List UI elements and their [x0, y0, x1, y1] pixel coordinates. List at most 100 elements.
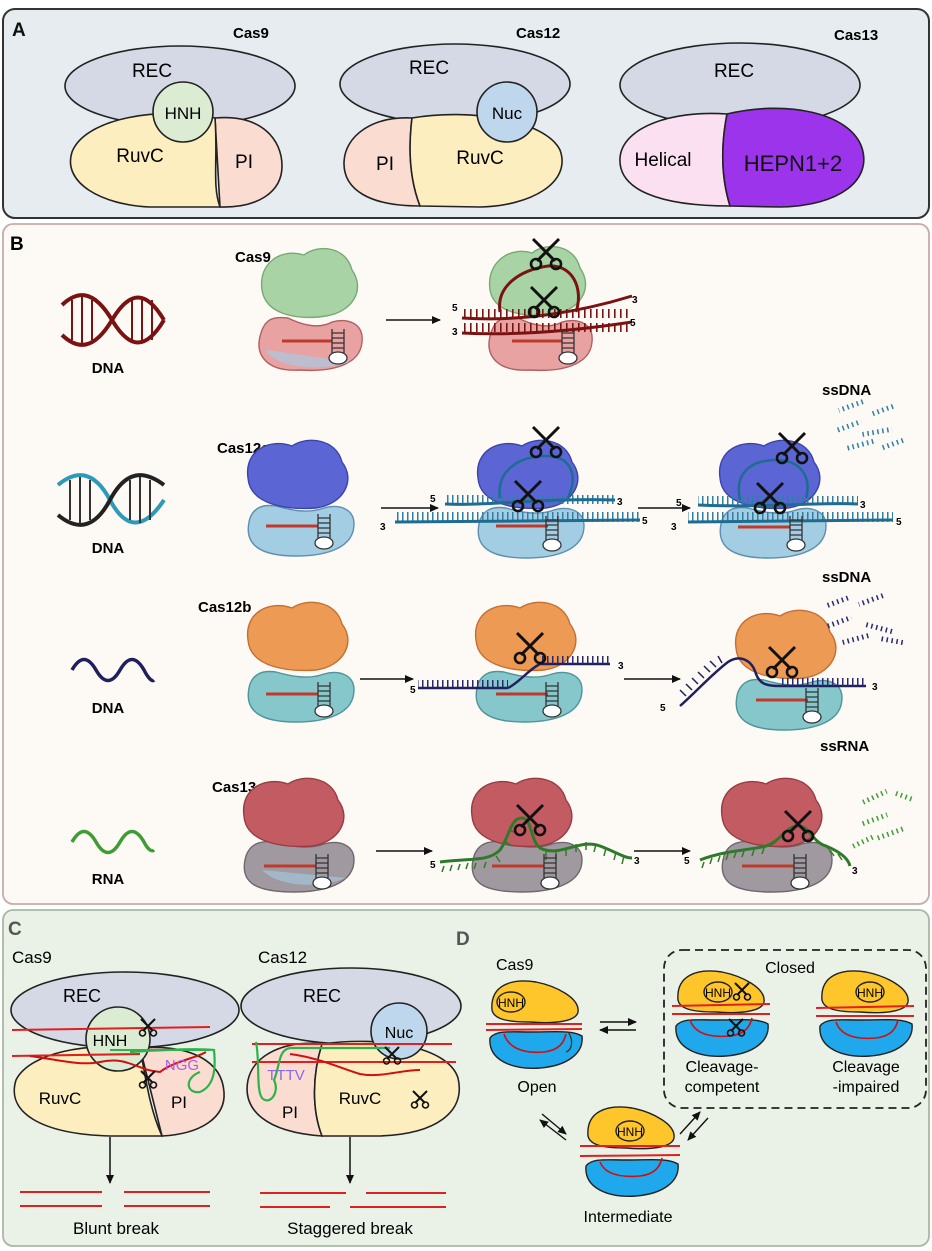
cas12-nuc-domain — [476, 81, 538, 143]
ssrna-fragments — [851, 789, 915, 849]
panel-c-cas9-pi-label: PI — [171, 1093, 187, 1112]
cas12-pi-label: PI — [376, 154, 394, 175]
cas12a-protein-active: 5 3 3 5 — [671, 431, 902, 559]
open-label: Open — [517, 1079, 556, 1096]
end-3-label: 3 — [671, 522, 677, 533]
impaired-label-2: -impaired — [833, 1079, 900, 1096]
end-5-label: 5 — [430, 860, 436, 871]
hnh-label: HNH — [705, 986, 731, 1000]
cas12b-protein-apo — [247, 601, 355, 723]
panel-c-cas9-pam-label: NGG — [165, 1057, 199, 1074]
row-cas12b-enzyme: Cas12b — [198, 599, 251, 616]
cas12b-protein-bound: 5 3 — [410, 601, 624, 723]
cas13-protein-active: 5 3 — [684, 777, 858, 893]
cas9-rec-label: REC — [132, 61, 172, 82]
row-cas13: RNA Cas13 ssRNA 5 3 — [70, 738, 915, 893]
end-5-label: 5 — [642, 516, 648, 527]
ssdna-wave-icon — [70, 657, 156, 683]
row-cas9: DNA Cas9 5 — [60, 237, 638, 377]
end-5-label: 5 — [430, 494, 436, 505]
row-cas9-substrate: DNA — [92, 360, 125, 377]
cas9-title: Cas9 — [233, 25, 269, 42]
end-5-label: 5 — [452, 303, 458, 314]
equilibrium-arrows — [539, 1018, 709, 1141]
row-cas13-products: ssRNA — [820, 738, 869, 755]
row-cas12b-substrate: DNA — [92, 700, 125, 717]
cas13-rec-label: REC — [714, 61, 754, 82]
hnh-label: HNH — [498, 996, 524, 1010]
cas9-cleavage-impaired-state: HNH Cleavage -impaired — [815, 970, 915, 1096]
panel-c-cas9-hnh-label: HNH — [93, 1033, 128, 1050]
dna-helix-icon — [56, 473, 166, 527]
panel-b-frame — [2, 223, 930, 905]
panel-c-cas9-title: Cas9 — [12, 948, 52, 967]
end-5-label: 5 — [684, 856, 690, 867]
cas12-nuc-label: Nuc — [492, 104, 523, 123]
row-cas12b: DNA Cas12b ssDNA 5 3 — [70, 569, 906, 731]
cas13-domains: Cas13 REC Helical HEPN1+2 — [619, 27, 878, 208]
cas12b-protein-active: 5 3 — [660, 609, 878, 731]
row-cas12b-products: ssDNA — [822, 569, 871, 586]
cas13-protein-apo — [243, 777, 355, 893]
cas13-protein-bound: 5 3 — [430, 777, 640, 893]
cas9-hnh-label: HNH — [165, 104, 202, 123]
panel-c-cas12-title: Cas12 — [258, 948, 307, 967]
end-3-label: 3 — [632, 295, 638, 306]
panel-c-cas9-ruvc-label: RuvC — [39, 1089, 82, 1108]
cas12a-protein-bound: 5 3 3 5 — [380, 425, 648, 559]
panel-c-letter: C — [8, 919, 22, 940]
hnh-label: HNH — [617, 1125, 643, 1139]
cas13-hepn-domain — [721, 107, 865, 208]
cas9-protein-bound: 5 3 3 5 — [452, 237, 638, 372]
cas13-hepn-label: HEPN1+2 — [744, 151, 842, 176]
hnh-label: HNH — [857, 986, 883, 1000]
dna-helix-icon — [60, 293, 166, 347]
cas9-pi-label: PI — [235, 152, 253, 173]
cas9-pi-domain — [214, 116, 283, 208]
cas12-domains: Cas12 REC Nuc PI RuvC — [339, 25, 571, 208]
panel-c-cas9-result: Blunt break — [73, 1219, 159, 1238]
end-3-label: 3 — [634, 856, 640, 867]
row-cas12a: DNA Cas12a ssDNA — [56, 382, 907, 559]
panel-cd: C Cas9 REC HNH RuvC PI NGG B — [2, 909, 930, 1247]
cas9-protein-apo — [258, 247, 363, 372]
end-3-label: 3 — [860, 500, 866, 511]
end-3-label: 3 — [872, 682, 878, 693]
row-cas12a-substrate: DNA — [92, 540, 125, 557]
end-5-label: 5 — [676, 498, 682, 509]
panel-c-cas12: Cas12 REC Nuc TTTV PI RuvC Staggered bre… — [240, 948, 462, 1238]
cas9-intermediate-state: HNH Intermediate — [579, 1106, 681, 1226]
end-3-label: 3 — [380, 522, 386, 533]
impaired-label-1: Cleavage — [832, 1059, 900, 1076]
end-3-label: 3 — [618, 661, 624, 672]
cas12a-protein-apo — [247, 439, 355, 557]
row-cas13-enzyme: Cas13 — [212, 779, 256, 796]
panel-c-cas12-pi-label: PI — [282, 1103, 298, 1122]
row-cas12a-products: ssDNA — [822, 382, 871, 399]
end-3-label: 3 — [617, 497, 623, 508]
row-cas9-enzyme: Cas9 — [235, 249, 271, 266]
panel-c-cas12-rec-domain — [240, 967, 462, 1045]
end-5-label: 5 — [630, 318, 636, 329]
panel-a: A Cas9 REC HNH RuvC PI Cas12 REC Nuc PI … — [2, 8, 930, 219]
panel-c-cas12-ruvc-label: RuvC — [339, 1089, 382, 1108]
cas9-domains: Cas9 REC HNH RuvC PI — [64, 25, 296, 208]
panel-c-cas12-nuc-label: Nuc — [385, 1025, 413, 1042]
closed-label: Closed — [765, 960, 815, 977]
closed-state-box — [663, 949, 927, 1109]
competent-label-2: competent — [685, 1079, 760, 1096]
end-5-label: 5 — [660, 703, 666, 714]
cas9-cleavage-competent-state: HNH Cleavage- competent — [671, 970, 771, 1096]
cas12-rec-label: REC — [409, 58, 449, 79]
cas9-open-state: HNH Open — [485, 980, 583, 1096]
cas9-ruvc-label: RuvC — [116, 146, 164, 167]
panel-d: D Cas9 Closed HNH Open HNH — [456, 929, 927, 1226]
end-3-label: 3 — [852, 866, 858, 877]
panel-d-title: Cas9 — [496, 957, 533, 974]
cas13-title: Cas13 — [834, 27, 878, 44]
panel-c-cas12-result: Staggered break — [287, 1219, 413, 1238]
intermediate-label: Intermediate — [584, 1209, 673, 1226]
cas12-ruvc-label: RuvC — [456, 148, 504, 169]
end-3-label: 3 — [452, 327, 458, 338]
